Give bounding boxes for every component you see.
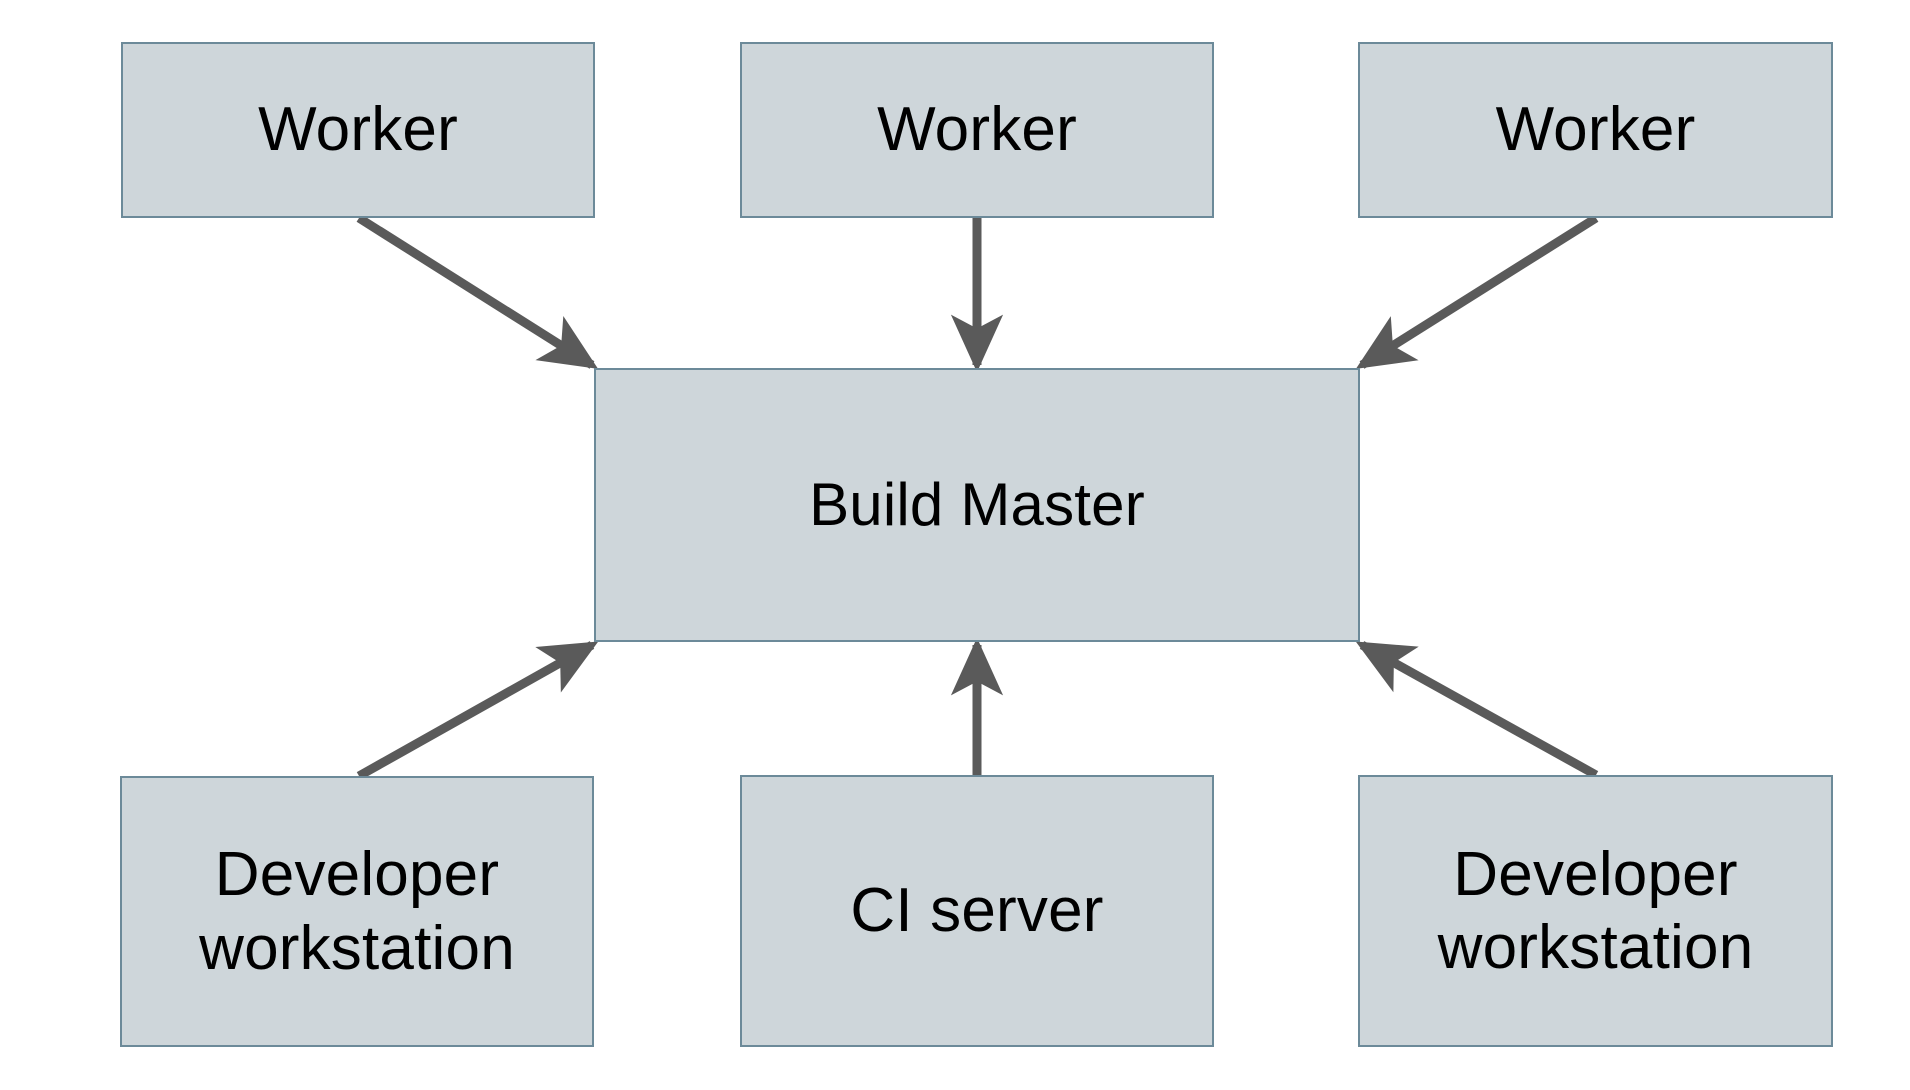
node-worker-2-label: Worker [877,95,1077,165]
edge-worker-3-to-build-master [1355,214,1599,369]
node-ci-server-label: CI server [850,876,1104,946]
node-ci-server[interactable]: CI server [740,775,1214,1047]
edge-dev-workstation-right-to-build-master [1355,641,1599,779]
node-worker-1[interactable]: Worker [121,42,595,218]
node-worker-3[interactable]: Worker [1358,42,1833,218]
node-dev-workstation-left[interactable]: Developer workstation [120,776,594,1047]
node-worker-2[interactable]: Worker [740,42,1214,218]
node-dev-workstation-right[interactable]: Developer workstation [1358,775,1833,1047]
node-worker-3-label: Worker [1495,95,1696,165]
node-dev-workstation-left-label: Developer workstation [199,840,515,983]
node-build-master[interactable]: Build Master [594,368,1360,642]
node-dev-workstation-right-label: Developer workstation [1437,839,1754,982]
node-worker-1-label: Worker [258,95,458,165]
edge-worker-1-to-build-master [356,214,599,369]
node-build-master-label: Build Master [809,470,1145,538]
edge-dev-workstation-left-to-build-master [356,641,599,780]
